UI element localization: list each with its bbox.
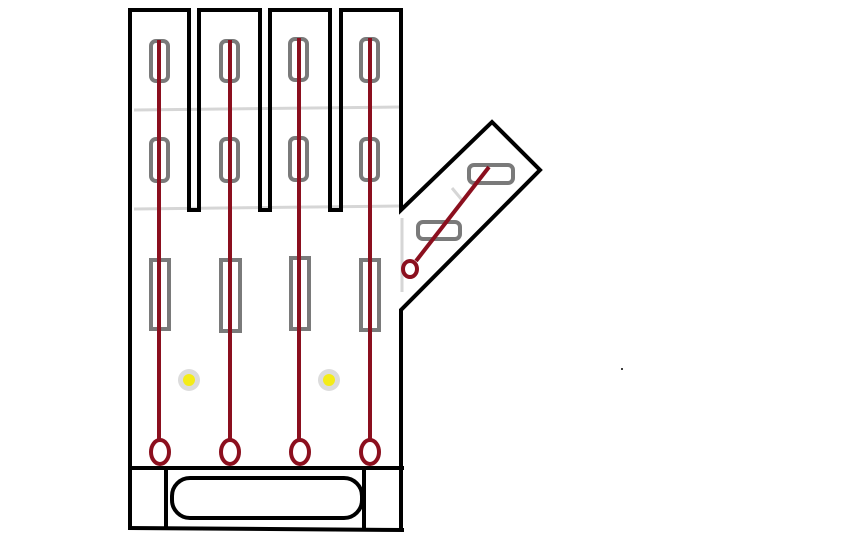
- thumb-anchor-ring: [401, 259, 419, 279]
- finger-4-anchor-ring: [359, 438, 381, 466]
- tendons: [149, 38, 491, 466]
- thumb-guide-base: [416, 220, 462, 241]
- thumb-guide-tip: [467, 163, 515, 185]
- sensor-1: [183, 374, 195, 386]
- finger-2-anchor-ring: [219, 438, 241, 466]
- joint-line-upper: [133, 105, 401, 112]
- thumb-tick-mark: [450, 187, 464, 201]
- glove-outline: [128, 8, 543, 530]
- sensors: [178, 369, 340, 391]
- sensor-2: [323, 374, 335, 386]
- wrist-band-bottom-line: [127, 526, 405, 532]
- wrist-strap: [170, 476, 364, 520]
- finger-1-anchor-ring: [149, 438, 171, 466]
- thumb-tendon: [414, 165, 491, 263]
- wrist-band: [127, 466, 405, 532]
- joint-lines: [133, 105, 464, 292]
- joint-line-lower: [133, 204, 401, 211]
- stray-dot: [621, 368, 623, 370]
- finger-3-anchor-ring: [289, 438, 311, 466]
